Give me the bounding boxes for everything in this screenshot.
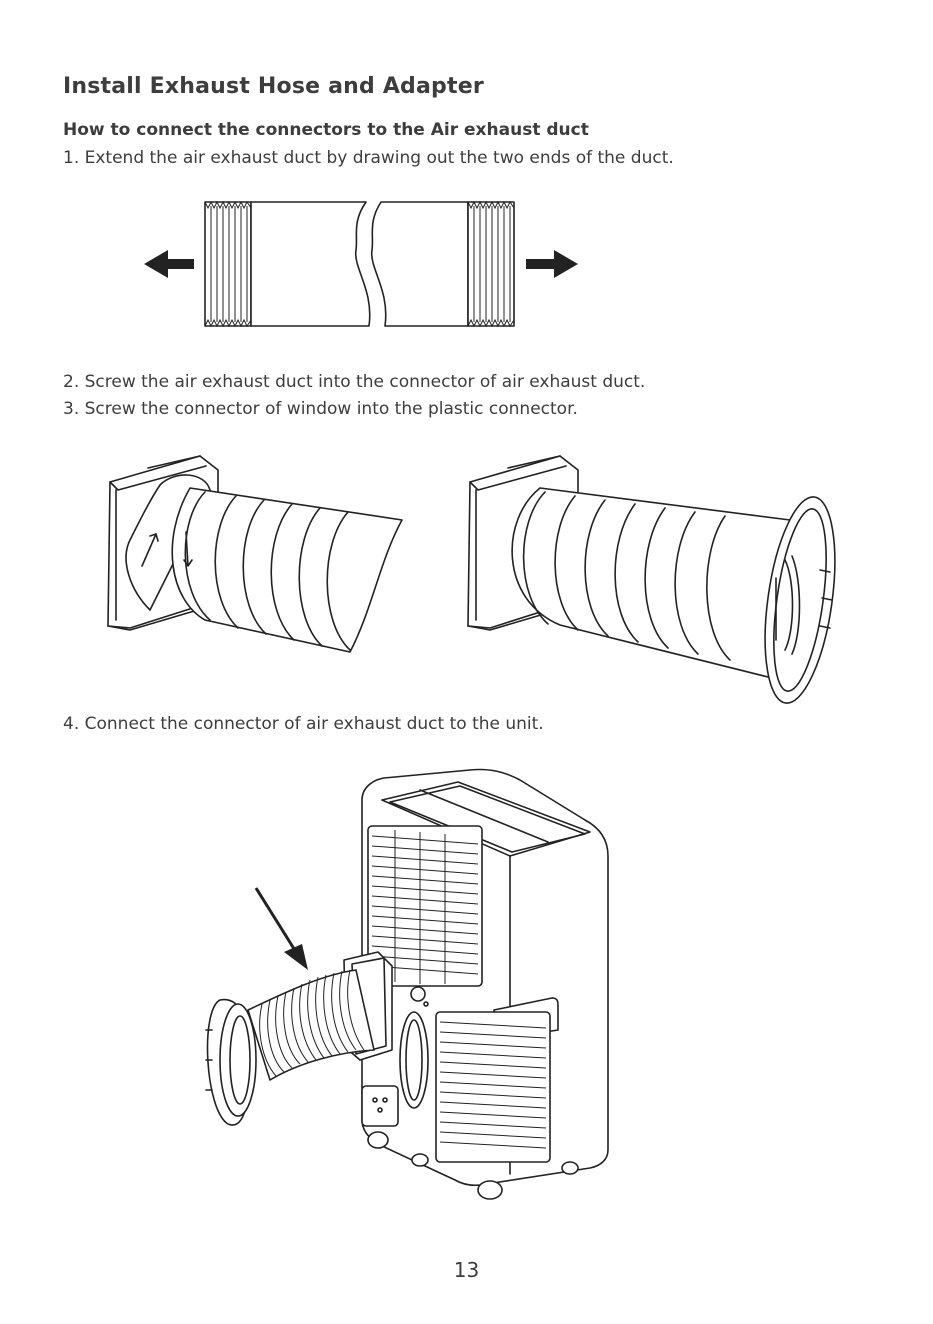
section-subtitle: How to connect the connectors to the Air… [63, 120, 589, 140]
page-title: Install Exhaust Hose and Adapter [63, 74, 484, 99]
arrow-down-right-icon [254, 887, 308, 970]
arrow-right-icon [526, 250, 578, 278]
page-number: 13 [453, 1258, 480, 1282]
step-2-text: 2. Screw the air exhaust duct into the c… [63, 372, 646, 392]
step-1-text: 1. Extend the air exhaust duct by drawin… [63, 148, 674, 168]
step-4-text: 4. Connect the connector of air exhaust … [63, 714, 544, 734]
step-3-text: 3. Screw the connector of window into th… [63, 399, 578, 419]
duct-right-pleats [467, 200, 515, 328]
duct-left-pleats [204, 200, 252, 328]
arrow-left-icon [144, 250, 194, 278]
